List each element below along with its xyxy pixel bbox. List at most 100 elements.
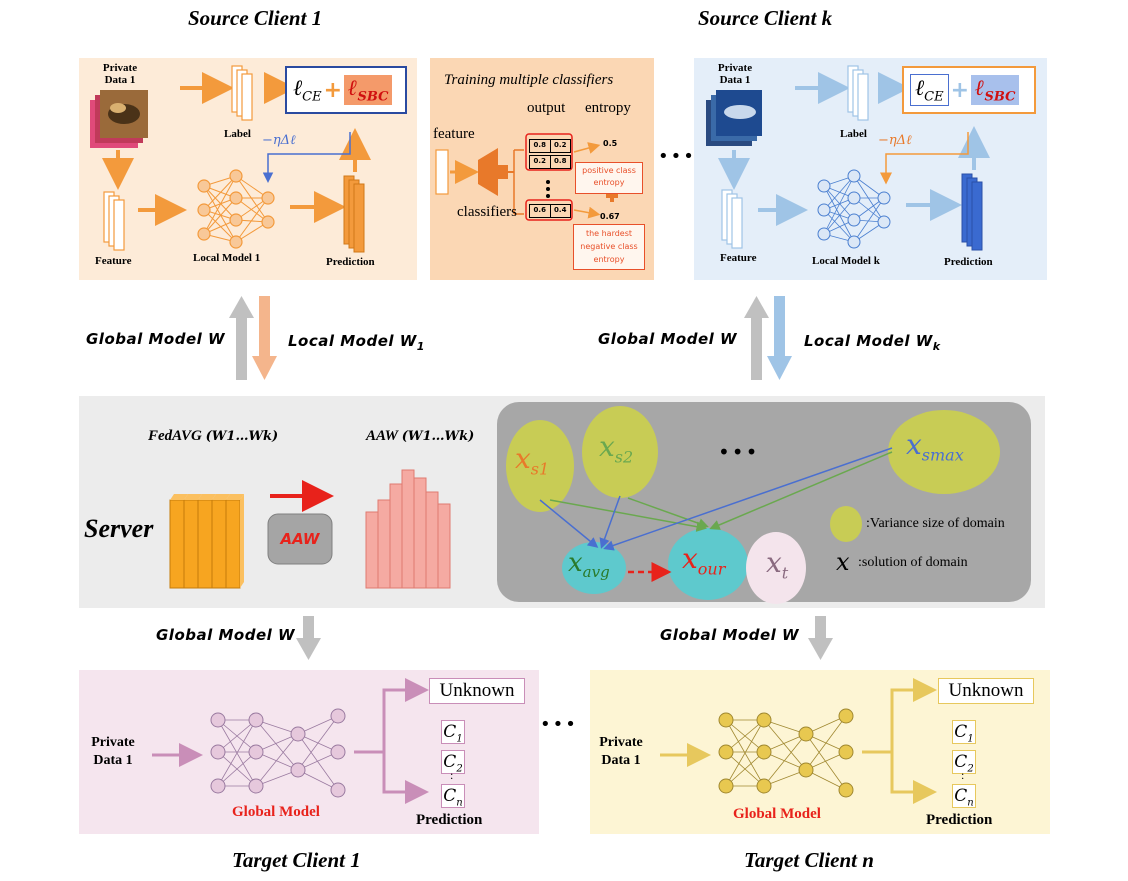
- negative-entropy-box: the hardest negative class entropy: [573, 224, 645, 270]
- target1-private-data: Private Data 1: [91, 735, 135, 768]
- title-source-client-1: Source Client 1: [188, 6, 323, 30]
- plus-sign-k: +: [950, 77, 970, 103]
- entropy-value-2: 0.67: [600, 212, 620, 221]
- fedavg-bars: [169, 494, 244, 589]
- domain-our-ellipse: [668, 528, 748, 600]
- loss-ce-k: ℓCE: [910, 74, 949, 106]
- targetn-private-data: Private Data 1: [599, 735, 643, 768]
- local-model-k-network: [817, 169, 891, 249]
- targetn-class-n: Cn: [952, 784, 976, 808]
- targetn-class-2: C2: [952, 750, 976, 774]
- domain-s2-ellipse: [582, 406, 658, 498]
- domain-target-ellipse: [746, 532, 806, 604]
- domain-arrows: [539, 447, 893, 551]
- classifiers-label: classifiers: [457, 204, 517, 220]
- legend-x-symbol: x: [836, 548, 850, 576]
- aaw-bars: [365, 469, 451, 589]
- target1-class-2: C2: [441, 750, 465, 774]
- title-source-client-k: Source Client k: [698, 6, 833, 30]
- loss-box-clientk: ℓCE + ℓSBC: [902, 66, 1036, 114]
- classifier-output-highlight-2: [525, 199, 573, 221]
- x-s2: xs2: [599, 430, 634, 467]
- feature-stack-icon: [103, 191, 125, 251]
- training-title: Training multiple classifiers: [444, 72, 614, 88]
- targetn-class-colon: :: [961, 768, 965, 782]
- global-model-label-down-right: Global Model W: [660, 626, 800, 644]
- aaw-box: AAW: [280, 530, 320, 548]
- x-t: xt: [766, 546, 789, 583]
- local-model-label: Local Model 1: [193, 252, 261, 264]
- legend-variance-ellipse: [830, 506, 862, 542]
- global-model-network-target1: [210, 708, 346, 798]
- x-our: xour: [682, 542, 726, 579]
- target1-unknown-box: Unknown: [429, 678, 525, 704]
- feature-k-stack-icon: [721, 189, 743, 249]
- plus-sign: +: [323, 77, 343, 103]
- classifier-output-highlight-1: [525, 133, 573, 171]
- server-label: Server: [84, 514, 154, 543]
- output-label: output: [527, 100, 566, 116]
- global-model-label-down-left: Global Model W: [156, 626, 296, 644]
- targetn-unknown-box: Unknown: [938, 678, 1034, 704]
- arrow-local1-to-server: [252, 296, 277, 380]
- target1-global-model-label: Global Model: [232, 804, 320, 820]
- aaw-box-bg: [267, 513, 333, 565]
- loss-sbc-k: ℓSBC: [971, 75, 1020, 105]
- gradient-label: −ηΔℓ: [262, 133, 296, 148]
- feature-k-label: Feature: [720, 252, 757, 264]
- target1-class-1: C1: [441, 720, 465, 744]
- targetn-class-1: C1: [952, 720, 976, 744]
- prediction-k-stack-icon: [961, 173, 983, 251]
- fedavg-label: FedAVG (W1…Wk): [148, 428, 279, 444]
- clients-ellipsis-bottom: •••: [540, 714, 578, 735]
- domain-smax-ellipse: [888, 410, 1000, 494]
- domain-avg-ellipse: [562, 542, 626, 594]
- target1-prediction-label: Prediction: [416, 812, 483, 828]
- global-model-label-left: Global Model W: [86, 330, 226, 348]
- arrow-global-to-client1: [229, 296, 254, 380]
- positive-entropy-box: positive class entropy: [575, 162, 643, 194]
- loss-sbc: ℓSBC: [344, 75, 393, 105]
- targetn-global-model-label: Global Model: [733, 806, 821, 822]
- private-data-k-image: [706, 90, 762, 146]
- gradient-k-label: −ηΔℓ: [878, 133, 912, 148]
- arrow-server-to-targetn: [808, 616, 833, 660]
- x-s1: xs1: [515, 442, 550, 479]
- legend-variance: :Variance size of domain: [866, 516, 1005, 531]
- arrow-localk-to-server: [767, 296, 792, 380]
- local-model-label-right: Local Model Wk: [804, 332, 941, 353]
- domain-s1-ellipse: [506, 420, 574, 512]
- vertical-ellipsis: [546, 180, 550, 198]
- title-target-client-1: Target Client 1: [232, 848, 361, 872]
- private-data-1-image: [90, 90, 148, 148]
- x-smax: xsmax: [906, 428, 964, 465]
- prediction-k-label: Prediction: [944, 256, 993, 268]
- aaw-label: AAW (W1…Wk): [366, 428, 475, 444]
- private-data-k-label: Private Data 1: [717, 62, 753, 86]
- plus-icon: [606, 190, 618, 202]
- target1-class-n: Cn: [441, 784, 465, 808]
- training-feature-icon: [435, 148, 524, 215]
- global-model-label-right: Global Model W: [598, 330, 738, 348]
- loss-box-client1: ℓCE + ℓSBC: [285, 66, 407, 114]
- private-data-label: Private Data 1: [102, 62, 138, 86]
- feature-label: Feature: [95, 255, 132, 267]
- title-target-client-n: Target Client n: [744, 848, 874, 872]
- local-model-1-network: [197, 169, 275, 249]
- prediction-stack-icon: [343, 175, 365, 253]
- clients-ellipsis-top: •••: [658, 146, 696, 167]
- prediction-label: Prediction: [326, 256, 375, 268]
- training-feature-label: feature: [433, 126, 475, 142]
- entropy-label: entropy: [585, 100, 631, 116]
- targetn-prediction-label: Prediction: [926, 812, 993, 828]
- label-label: Label: [224, 128, 251, 140]
- legend-solution: :solution of domain: [858, 555, 968, 570]
- arrow-server-to-target1: [296, 616, 321, 660]
- local-model-k-label: Local Model k: [812, 255, 880, 267]
- label-k-label: Label: [840, 128, 867, 140]
- global-model-network-targetn: [718, 708, 854, 798]
